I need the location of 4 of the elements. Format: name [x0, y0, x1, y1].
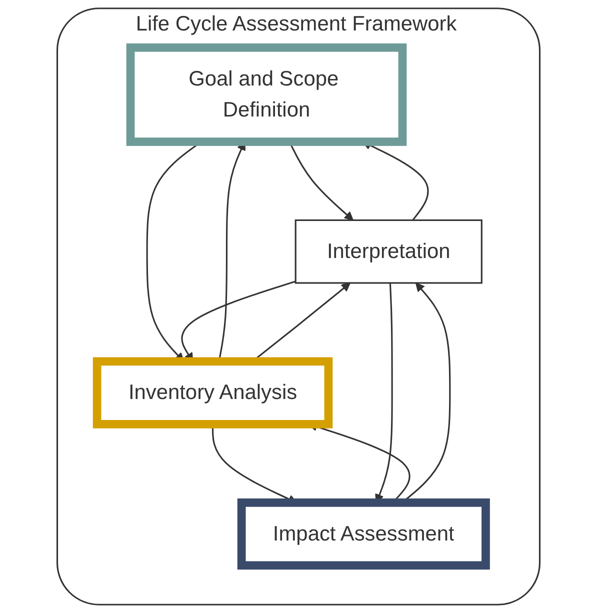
- node-box: Goal and Scope Definition: [126, 43, 407, 146]
- node-box: Inventory Analysis: [92, 357, 333, 428]
- node-box: Interpretation: [294, 219, 482, 284]
- node-box: Impact Assessment: [237, 498, 490, 570]
